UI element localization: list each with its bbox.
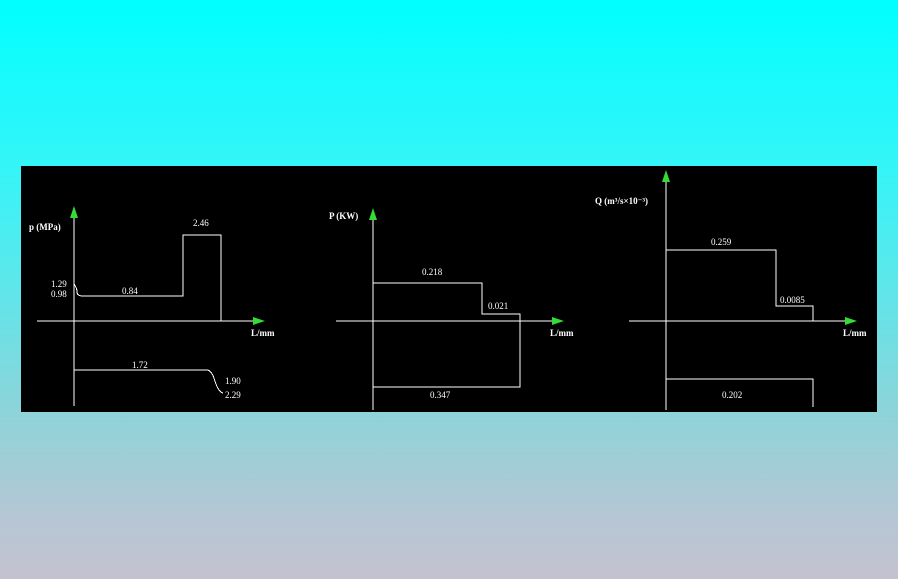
power-chart: P (KW) L/mm 0.218 0.021 0.347 (329, 208, 574, 410)
pressure-curve-above (73, 234, 222, 321)
flow-y-label: Q (m³/s×10⁻³) (595, 196, 648, 206)
flow-label-0-0085: 0.0085 (780, 295, 805, 305)
pressure-y-label: p (MPa) (29, 222, 61, 232)
power-label-0-218: 0.218 (422, 267, 443, 277)
pressure-label-1-29: 1.29 (51, 279, 67, 289)
pressure-chart: p (MPa) L/mm 1.29 0.98 0.84 2.46 1.72 1.… (29, 206, 275, 406)
pressure-curve-below (74, 369, 224, 394)
flow-x-label: L/mm (843, 328, 867, 338)
flow-chart: Q (m³/s×10⁻³) L/mm 0.259 0.0085 0.202 (595, 170, 867, 410)
power-x-label: L/mm (550, 328, 574, 338)
pressure-x-arrow (253, 317, 265, 325)
pressure-label-0-98: 0.98 (51, 289, 67, 299)
pressure-y-arrow (70, 206, 78, 218)
pressure-x-label: L/mm (251, 328, 275, 338)
flow-curve-above (666, 249, 814, 321)
power-y-arrow (369, 208, 377, 220)
pressure-label-1-90: 1.90 (225, 376, 241, 386)
flow-x-arrow (845, 317, 857, 325)
power-label-0-021: 0.021 (488, 301, 508, 311)
power-x-arrow (552, 317, 564, 325)
flow-label-0-202: 0.202 (722, 390, 742, 400)
power-label-0-347: 0.347 (430, 390, 451, 400)
pressure-label-1-72: 1.72 (132, 360, 148, 370)
charts-canvas: p (MPa) L/mm 1.29 0.98 0.84 2.46 1.72 1.… (29, 170, 867, 410)
pressure-label-2-46: 2.46 (193, 218, 209, 228)
pressure-label-2-29: 2.29 (225, 390, 241, 400)
pressure-label-0-84: 0.84 (122, 286, 138, 296)
flow-curve-below (666, 378, 814, 407)
flow-label-0-259: 0.259 (711, 237, 732, 247)
power-curve-above (373, 282, 521, 321)
power-y-label: P (KW) (329, 211, 358, 221)
diagram-panel: p (MPa) L/mm 1.29 0.98 0.84 2.46 1.72 1.… (21, 166, 877, 412)
flow-y-arrow (662, 170, 670, 182)
power-curve-below (373, 321, 521, 388)
